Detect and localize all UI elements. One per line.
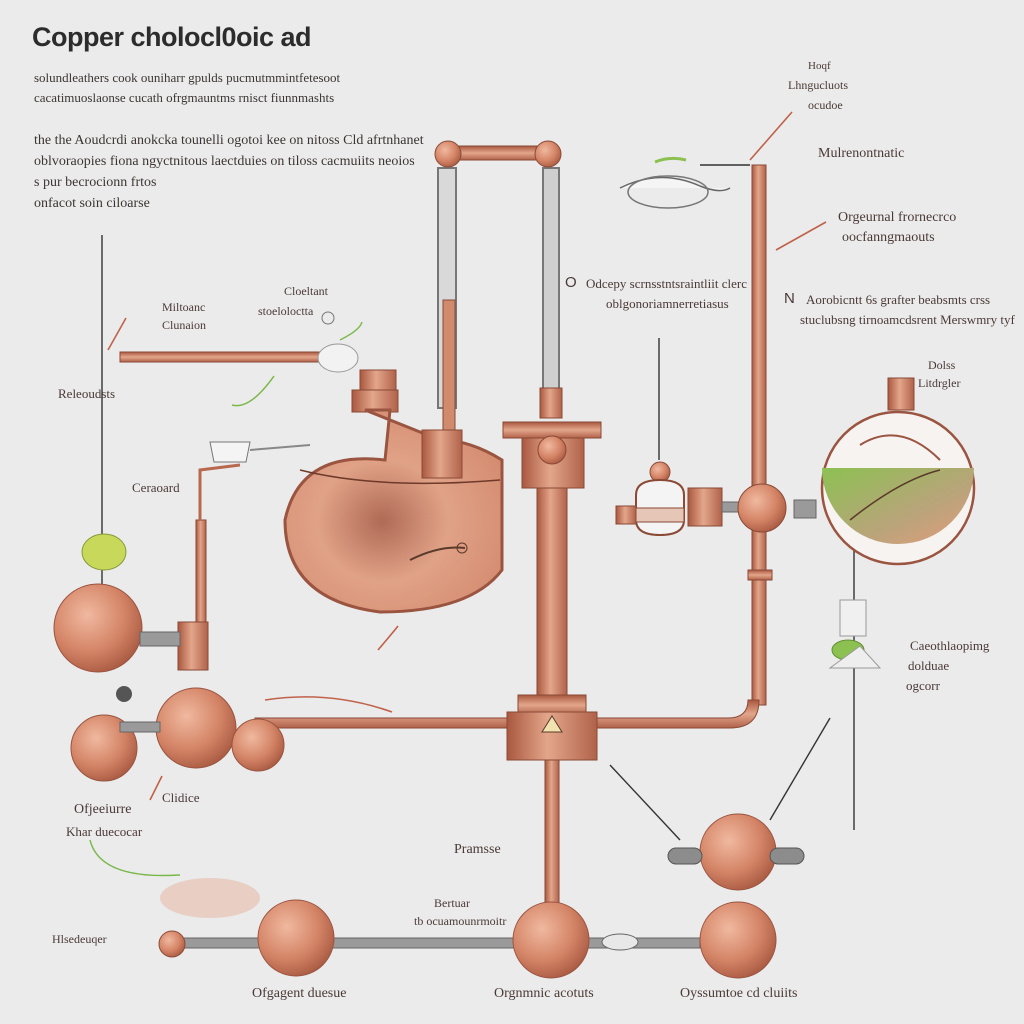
label-bottom3: Oyssumtoe cd cluiits — [680, 986, 798, 1001]
label-n-text2: stuclubsng tirnoamcdsrent Merswmry tyf — [800, 312, 1015, 327]
label-bottom-left2: Khar duecocar — [66, 824, 143, 839]
label-coolant: Cloeltant — [284, 284, 328, 298]
body-line: oblvoraopies fiona ngyctnitous laectduie… — [34, 154, 415, 169]
label-reaction: Releoudsts — [58, 386, 116, 401]
valve-icon — [615, 461, 817, 581]
label-right-low1: Caeothlaopimg — [910, 638, 990, 653]
condenser-column-icon — [502, 387, 602, 761]
label-right-low3: ogcorr — [906, 678, 940, 693]
label-bulb2: Litdrgler — [918, 376, 961, 390]
label-gauge: Ceraoard — [132, 480, 180, 495]
label-top-right2: Lhngucluots — [788, 78, 848, 92]
label-bertus2: tb ocuamounrmoitr — [414, 914, 507, 928]
small-dropper-icon — [828, 599, 882, 669]
label-mech: Mulrenontnatic — [818, 146, 905, 161]
label-bottom-left1: Ofjeeiurre — [74, 802, 132, 817]
copper-pipes — [119, 140, 767, 911]
glass-tube-icon — [317, 311, 363, 373]
label-hydrogen: Hlsedeuqer — [52, 932, 107, 946]
label-bottom2: Orgnmnic acotuts — [494, 986, 594, 1001]
label-pramse: Pramsse — [454, 842, 501, 857]
label-mod: Clunaion — [162, 318, 206, 332]
body-line: s pur becrocionn frtos — [34, 175, 157, 190]
warning-triangle-icon — [541, 715, 563, 733]
label-top-right3: ocudoe — [808, 98, 843, 112]
diagram-title: Copper cholocl0oic ad — [32, 22, 312, 52]
label-bulb1: Dolss — [928, 358, 956, 372]
green-curves — [89, 375, 275, 877]
body-line: onfacot soin ciloarse — [34, 196, 150, 211]
label-oxygen-right1: Orgeurnal frornecrco — [838, 210, 957, 225]
bulb-flask-icon — [820, 377, 976, 566]
label-o-text2: oblgonoriamnerretiasus — [606, 296, 729, 311]
label-right-low2: dolduae — [908, 658, 950, 673]
bottom-vessel-row — [158, 813, 805, 979]
label-o: O — [565, 274, 577, 291]
label-n: N — [784, 290, 795, 307]
label-micro: Miltoanc — [162, 300, 206, 314]
label-bertus1: Bertuar — [434, 896, 470, 910]
label-coolant2: stoeloloctta — [258, 304, 314, 318]
label-oxygen-right2: oocfanngmaouts — [842, 230, 935, 245]
intro-paragraph: solundleathers cook ouniharr gpulds pucm… — [34, 68, 340, 108]
label-center-small: Clidice — [162, 790, 200, 805]
sphere-vessel-icon — [53, 533, 285, 782]
burner-dish-icon — [209, 441, 311, 463]
intro-line: solundleathers cook ouniharr gpulds pucm… — [34, 70, 341, 85]
label-top-right1: Hoqf — [808, 60, 831, 72]
annotation-arrows — [107, 111, 827, 801]
label-bottom1: Ofgagent duesue — [252, 986, 347, 1001]
intro-line: cacatimuoslaonse cucath ofrgmauntms rnis… — [34, 90, 335, 105]
reaction-flask-icon — [283, 369, 504, 614]
label-o-text1: Odcepy scrnsstntsraintliit clerc — [586, 276, 748, 291]
label-n-text1: Aorobicntt 6s grafter beabsmts crss — [806, 292, 991, 307]
body-paragraph: the the Aoudcrdi anokcka tounelli ogotoi… — [34, 130, 424, 214]
pressure-gauge-icon — [619, 156, 731, 209]
body-line: the the Aoudcrdi anokcka tounelli ogotoi… — [34, 133, 424, 148]
